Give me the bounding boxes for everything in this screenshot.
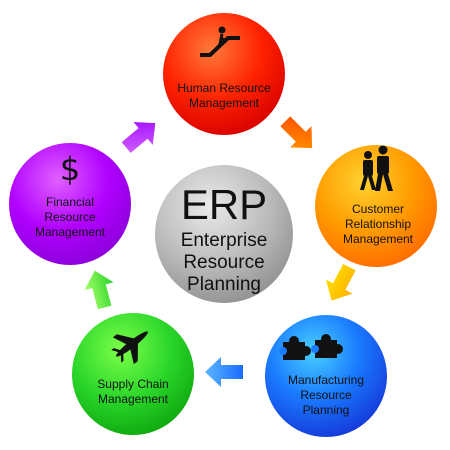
scm-label-line-1: Supply Chain [97,377,168,391]
hr-label-line-2: Management [189,96,260,110]
airplane-icon [111,331,148,365]
mrp-label-line-3: Planning [303,403,350,417]
arrow-mrp-to-scm [205,357,243,387]
crm-label-line-3: Management [343,232,414,246]
frm-label-line-1: Financial [46,195,94,209]
puzzle-pieces-icon [279,334,343,360]
center-line-2: Resource [183,252,264,273]
center-title: ERP [181,181,267,228]
center-line-1: Enterprise [181,230,268,251]
arrow-frm-to-hr [121,121,156,153]
center-line-3: Planning [187,274,261,295]
node-customer-relationship-management: Customer Relationship Management [315,145,437,267]
arrow-crm-to-mrp [325,263,356,301]
scm-label-line-2: Management [98,392,169,406]
people-walking-icon [360,145,393,191]
hr-label-line-1: Human Resource [177,81,271,95]
escalator-icon [200,26,240,57]
crm-label-line-2: Relationship [345,217,411,231]
mrp-label-line-1: Manufacturing [288,373,364,387]
arrow-scm-to-frm [84,270,114,310]
node-manufacturing-resource-planning: Manufacturing Resource Planning [265,315,387,437]
frm-label-line-3: Management [35,225,106,239]
node-human-resource-management: Human Resource Management [163,13,285,135]
node-financial-resource-management: $ Financial Resource Management [9,143,131,265]
arrow-hr-to-crm [280,116,313,149]
frm-label-line-2: Resource [44,210,96,224]
dollar-icon: $ [60,150,80,188]
crm-label-line-1: Customer [352,202,404,216]
node-supply-chain-management: Supply Chain Management [72,313,194,435]
center-erp-circle: ERP Enterprise Resource Planning [155,165,293,303]
mrp-label-line-2: Resource [300,388,352,402]
